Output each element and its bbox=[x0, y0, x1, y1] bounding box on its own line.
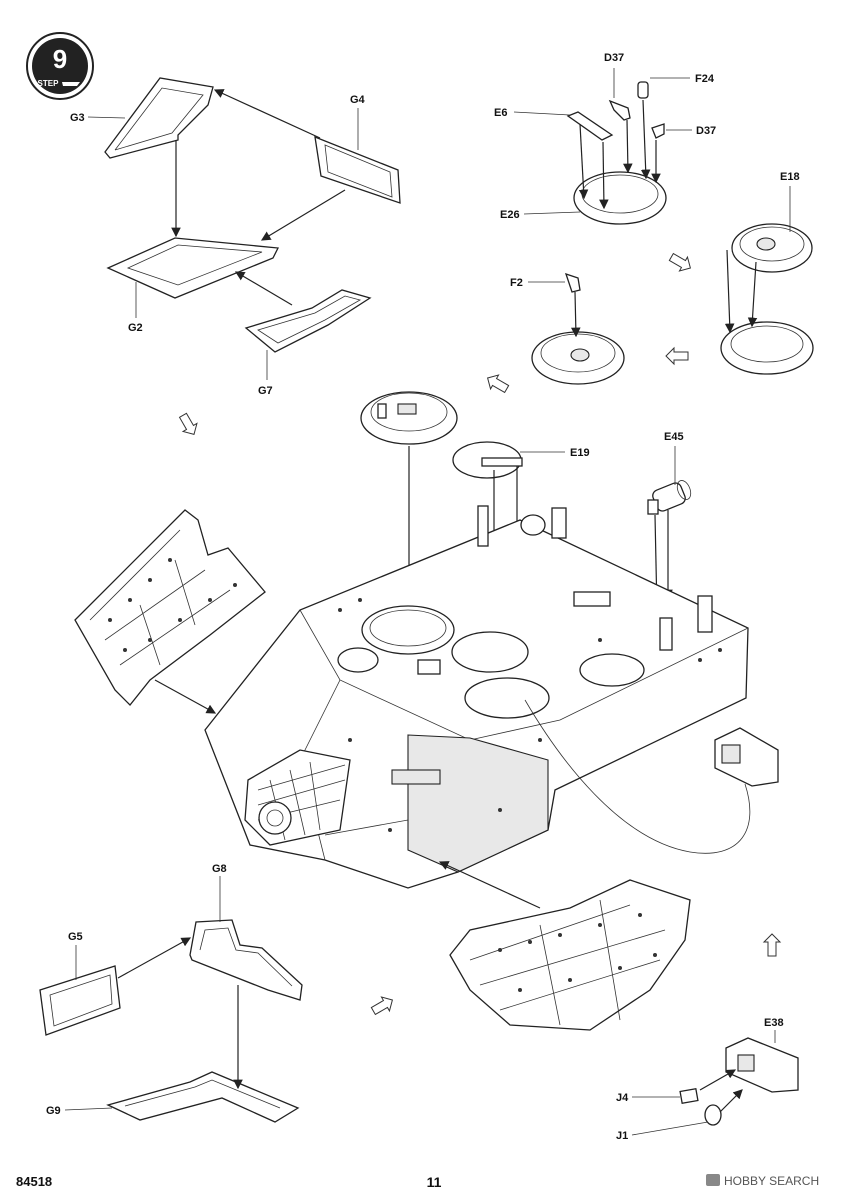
label-j1: J1 bbox=[616, 1130, 628, 1142]
turret-body bbox=[204, 505, 749, 889]
label-d37-top: D37 bbox=[604, 52, 624, 64]
direction-arrows bbox=[178, 252, 782, 1016]
label-d37-right: D37 bbox=[696, 125, 716, 137]
label-g3: G3 bbox=[70, 112, 85, 124]
label-g7: G7 bbox=[258, 385, 273, 397]
part-g3 bbox=[104, 77, 214, 159]
part-e19-cover bbox=[452, 441, 523, 479]
label-e19: E19 bbox=[570, 447, 590, 459]
label-g5: G5 bbox=[68, 931, 83, 943]
footer-page-number: 11 bbox=[427, 1174, 442, 1190]
label-e6: E6 bbox=[494, 107, 507, 119]
step-word: STEP bbox=[38, 79, 60, 88]
label-f2: F2 bbox=[510, 277, 523, 289]
part-cupola-hatch bbox=[360, 391, 458, 445]
part-g5 bbox=[39, 965, 121, 1036]
part-g7 bbox=[244, 289, 372, 353]
part-g4 bbox=[314, 135, 401, 204]
step-number: 9 bbox=[53, 44, 67, 74]
part-right-armor bbox=[449, 879, 691, 1031]
part-hatch-ring-right bbox=[720, 321, 814, 375]
label-e18: E18 bbox=[780, 171, 800, 183]
watermark-text: HOBBY SEARCH bbox=[724, 1174, 819, 1188]
label-e26: E26 bbox=[500, 209, 520, 221]
part-e45-sight bbox=[647, 480, 692, 515]
brand-logo-icon bbox=[706, 1174, 720, 1186]
label-e45: E45 bbox=[664, 431, 684, 443]
label-g8: G8 bbox=[212, 863, 227, 875]
part-f2-hatch bbox=[531, 272, 625, 385]
part-e26-hatch bbox=[566, 81, 667, 225]
part-e38 bbox=[679, 1037, 799, 1126]
watermark: HOBBY SEARCH bbox=[706, 1174, 819, 1188]
part-left-armor bbox=[74, 509, 266, 706]
step-badge: 9 STEP bbox=[26, 32, 94, 100]
part-g9 bbox=[106, 1071, 300, 1123]
label-f24: F24 bbox=[695, 73, 715, 85]
label-g4: G4 bbox=[350, 94, 366, 106]
part-g2 bbox=[106, 237, 280, 299]
label-g9: G9 bbox=[46, 1105, 61, 1117]
label-j4: J4 bbox=[616, 1092, 629, 1104]
part-e18-hatch bbox=[731, 223, 813, 273]
footer-product-code: 84518 bbox=[16, 1174, 52, 1189]
label-e38: E38 bbox=[764, 1017, 784, 1029]
part-rear-box bbox=[714, 727, 779, 787]
part-g8 bbox=[189, 919, 303, 1001]
label-g2: G2 bbox=[128, 322, 143, 334]
tank-icon bbox=[62, 82, 80, 86]
